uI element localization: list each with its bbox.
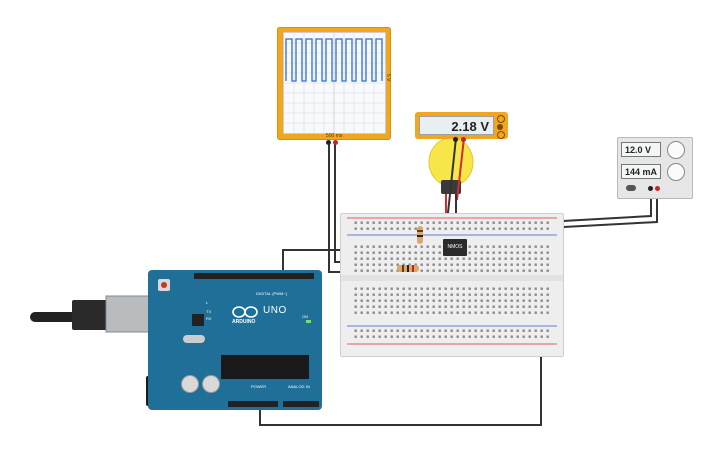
power-header[interactable] xyxy=(228,401,278,407)
oscilloscope-screen xyxy=(283,32,386,134)
digital-header[interactable] xyxy=(194,273,314,279)
breadboard-holes xyxy=(341,217,563,345)
arduino-logo-icon xyxy=(232,305,258,318)
psu-voltage-display: 12.0 V xyxy=(621,142,661,157)
microcontroller-chip xyxy=(221,355,309,379)
power-supply[interactable]: 12.0 V 144 mA xyxy=(617,137,693,199)
capacitor xyxy=(181,375,199,393)
analog-header[interactable] xyxy=(283,401,319,407)
uno-model: UNO xyxy=(263,305,287,316)
mode-indicator-icon xyxy=(497,131,505,139)
resistor-vertical[interactable] xyxy=(417,226,423,244)
oscilloscope-volt-label: 5 V xyxy=(385,74,391,82)
psu-current-knob[interactable] xyxy=(667,163,685,181)
rx-label: RX xyxy=(206,316,212,321)
tx-label: TX xyxy=(206,309,212,314)
nmos-transistor[interactable]: NMOS xyxy=(443,239,467,256)
oscilloscope-terminal-pos[interactable] xyxy=(333,140,338,145)
breadboard[interactable] xyxy=(340,213,564,357)
capacitor xyxy=(202,375,220,393)
oscilloscope-trace xyxy=(284,33,385,133)
psu-power-switch[interactable] xyxy=(626,185,636,191)
on-led xyxy=(306,320,311,323)
reset-button[interactable] xyxy=(158,279,170,291)
oscilloscope-time-label: 500 ms xyxy=(326,133,343,139)
oscilloscope-terminal-neg[interactable] xyxy=(326,140,331,145)
multimeter-terminal-neg[interactable] xyxy=(453,137,458,142)
mode-indicator-icon xyxy=(497,115,505,123)
psu-voltage-knob[interactable] xyxy=(667,141,685,159)
psu-current-display: 144 mA xyxy=(621,164,661,179)
crystal xyxy=(183,335,205,343)
resistor-horizontal[interactable] xyxy=(397,265,419,272)
psu-terminal-pos[interactable] xyxy=(655,186,660,191)
wire-meter-red[interactable] xyxy=(456,137,465,201)
mode-indicator-icon xyxy=(497,124,503,130)
arduino-logo-text: ARDUINO xyxy=(232,319,256,325)
on-led-label: ON xyxy=(302,314,308,319)
multimeter-display: 2.18 V xyxy=(419,116,494,135)
power-label: POWER xyxy=(251,384,267,389)
arduino-uno[interactable]: DIGITAL (PWM~) UNO ARDUINO ON TX RX L PO… xyxy=(148,270,322,410)
wire-meter-black[interactable] xyxy=(446,137,457,223)
analog-label: ANALOG IN xyxy=(288,384,310,389)
digital-label: DIGITAL (PWM~) xyxy=(256,291,287,296)
wire-psu-neg[interactable] xyxy=(544,190,658,229)
psu-terminal-neg[interactable] xyxy=(648,186,653,191)
multimeter-mode-dial[interactable] xyxy=(497,115,505,139)
wire-arduino-gnd[interactable] xyxy=(259,350,542,426)
multimeter-terminal-pos[interactable] xyxy=(461,137,466,142)
l-label: L xyxy=(206,300,209,305)
usb-chip xyxy=(192,314,204,326)
